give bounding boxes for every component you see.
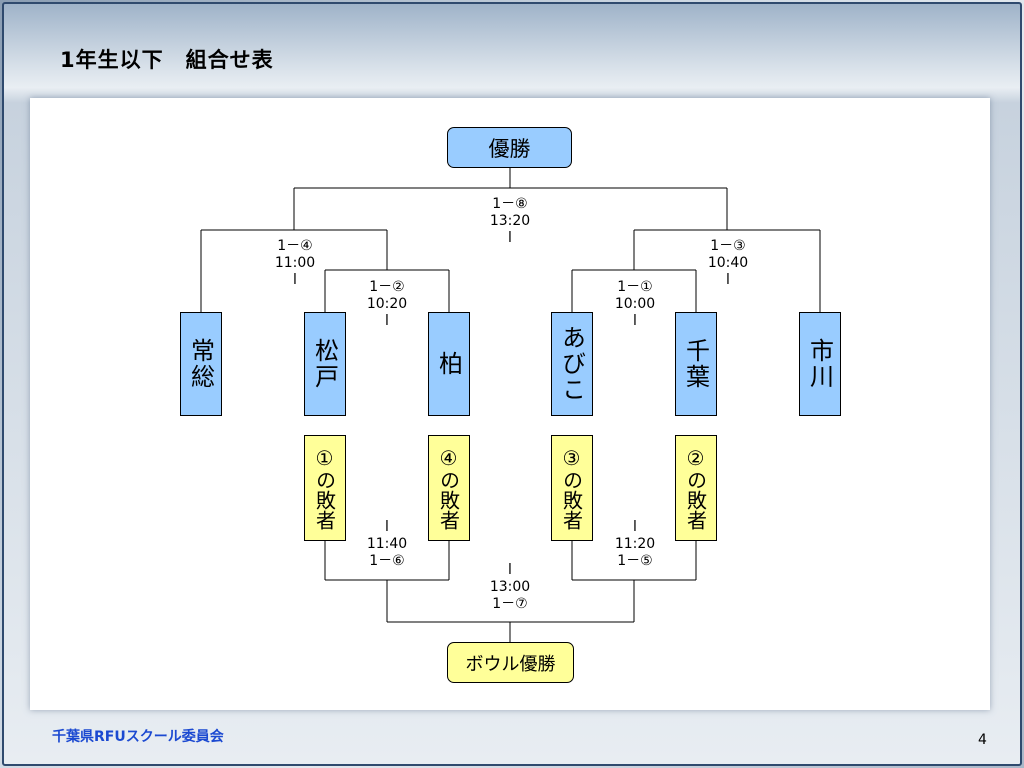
team-chiba: 千葉 xyxy=(675,312,717,416)
match-m5-no: 1－⑤ xyxy=(617,553,653,569)
match-m1-mark: l xyxy=(633,313,637,329)
team-kashiwa: 柏 xyxy=(428,312,470,416)
loser-m1: ①の敗者 xyxy=(304,435,346,541)
team-matsudo: 松戸 xyxy=(304,312,346,416)
match-m6-mark: l xyxy=(385,519,389,535)
match-m6-no: 1－⑥ xyxy=(369,553,405,569)
loser-m2: ②の敗者 xyxy=(675,435,717,541)
loser-m3: ③の敗者 xyxy=(551,435,593,541)
match-m7-label: l 13:00 1－⑦ xyxy=(470,562,550,613)
match-m3-label: 1－③ 10:40 l xyxy=(688,238,768,289)
loser-m4: ④の敗者 xyxy=(428,435,470,541)
match-m4-label: 1－④ 11:00 l xyxy=(255,238,335,289)
match-m6-label: l 11:40 1－⑥ xyxy=(347,519,427,570)
footer-organization: 千葉県RFUスクール委員会 xyxy=(52,729,224,745)
bowl-winner-box: ボウル優勝 xyxy=(447,642,574,683)
match-m7-time: 13:00 xyxy=(489,579,531,595)
match-m3-time: 10:40 xyxy=(707,255,749,271)
match-m6-time: 11:40 xyxy=(366,536,408,552)
match-m7-no: 1－⑦ xyxy=(492,596,528,612)
match-m5-mark: l xyxy=(633,519,637,535)
match-m8-no: 1－⑧ xyxy=(492,196,528,212)
match-m2-time: 10:20 xyxy=(366,296,408,312)
slide-title: 1年生以下 組合せ表 xyxy=(60,48,274,72)
page-number: 4 xyxy=(978,732,987,748)
match-m3-no: 1－③ xyxy=(710,238,746,254)
match-m1-time: 10:00 xyxy=(614,296,656,312)
match-m2-mark: l xyxy=(385,313,389,329)
match-m4-time: 11:00 xyxy=(274,255,316,271)
match-m7-mark: l xyxy=(508,562,512,578)
match-m4-no: 1－④ xyxy=(277,238,313,254)
match-m3-mark: l xyxy=(726,272,730,288)
match-m1-no: 1－① xyxy=(617,279,653,295)
team-abiko: あびこ xyxy=(551,312,593,416)
team-joso: 常総 xyxy=(180,312,222,416)
match-m4-mark: l xyxy=(293,272,297,288)
match-m2-label: 1－② 10:20 l xyxy=(347,279,427,330)
match-m8-time: 13:20 xyxy=(489,213,531,229)
match-m5-label: l 11:20 1－⑤ xyxy=(595,519,675,570)
match-m8-label: 1－⑧ 13:20 l xyxy=(470,196,550,247)
match-m5-time: 11:20 xyxy=(614,536,656,552)
match-m1-label: 1－① 10:00 l xyxy=(595,279,675,330)
team-ichikawa: 市川 xyxy=(799,312,841,416)
match-m8-mark: l xyxy=(508,230,512,246)
final-winner-box: 優勝 xyxy=(447,127,572,168)
match-m2-no: 1－② xyxy=(369,279,405,295)
